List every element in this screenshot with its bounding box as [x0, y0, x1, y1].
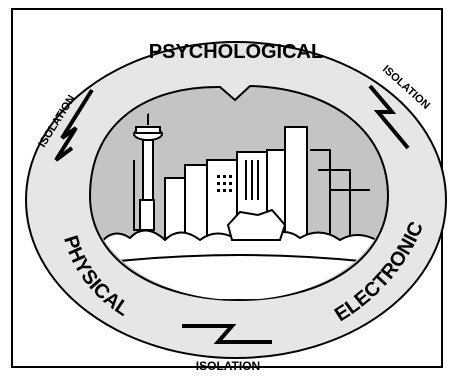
city-skyline [95, 106, 386, 300]
lightning-bolt-left [54, 88, 94, 162]
label-isolation-bottom: ISOLATION [196, 359, 260, 373]
lightning-bolt-right [368, 84, 410, 150]
lightning-bolt-bottom [182, 324, 272, 344]
label-psychological: PSYCHOLOGICAL [149, 41, 323, 63]
